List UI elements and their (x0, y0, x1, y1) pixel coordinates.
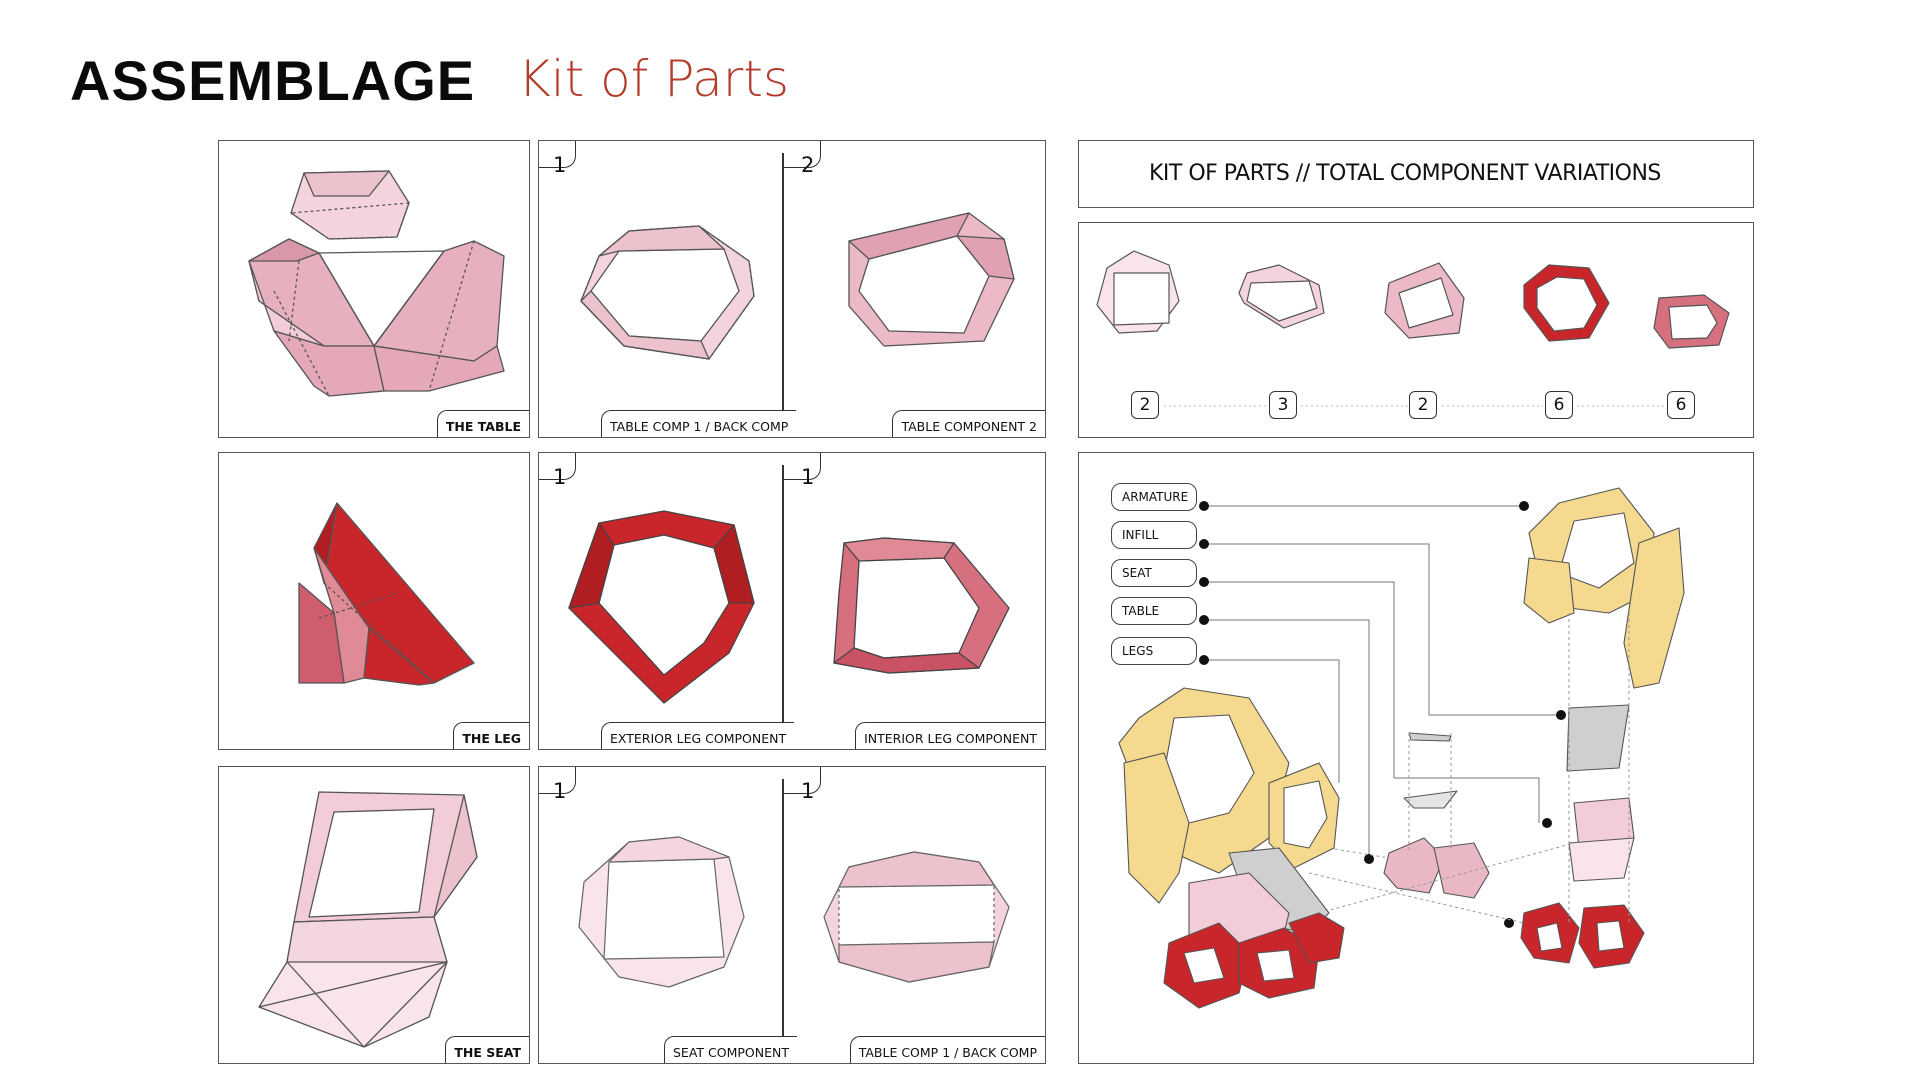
leg-caption: THE LEG (453, 722, 529, 749)
seat-comp-2-caption: TABLE COMP 1 / BACK COMP (849, 1036, 1045, 1063)
legend-table: TABLE (1111, 597, 1197, 625)
table-comp-1-caption: TABLE COMP 1 / BACK COMP (601, 410, 797, 437)
legend-armature: ARMATURE (1111, 483, 1197, 511)
page-title: ASSEMBLAGE (70, 49, 476, 112)
leg-drawing (298, 502, 475, 686)
assembly-drawing (1118, 487, 1685, 1009)
kit-of-parts-title-box: KIT OF PARTS // TOTAL COMPONENT VARIATIO… (1078, 140, 1754, 208)
kit-of-parts-title: KIT OF PARTS // TOTAL COMPONENT VARIATIO… (1149, 161, 1661, 186)
seat-comp-2-number: 1 (801, 779, 815, 803)
table-comp-2-number: 2 (801, 153, 815, 177)
page-subtitle: Kit of Parts (518, 50, 790, 108)
leg-comp-2-number: 1 (801, 465, 815, 489)
variation-count: 6 (1667, 391, 1695, 419)
variation-count: 2 (1131, 391, 1159, 419)
seat-components-drawing (578, 836, 1010, 988)
variation-count: 6 (1545, 391, 1573, 419)
leg-components-panel: 1 1 EXTERIOR LEG COMPONENT INTERIOR LEG … (538, 452, 1046, 750)
table-components-panel: 1 2 TABLE COMP 1 / BACK COMP TABLE COMPO… (538, 140, 1046, 438)
table-comp-1-number: 1 (553, 153, 567, 177)
assembly-panel: ARMATURE INFILL SEAT TABLE LEGS (1078, 452, 1754, 1064)
seat-drawing (258, 791, 478, 1048)
table-caption: THE TABLE (436, 410, 529, 437)
leg-panel: THE LEG (218, 452, 530, 750)
leg-comp-2-caption: INTERIOR LEG COMPONENT (855, 722, 1045, 749)
table-comp-2-caption: TABLE COMPONENT 2 (892, 410, 1045, 437)
legend-infill: INFILL (1111, 521, 1197, 549)
variation-count: 3 (1269, 391, 1297, 419)
legend-seat: SEAT (1111, 559, 1197, 587)
seat-components-panel: 1 1 SEAT COMPONENT TABLE COMP 1 / BACK C… (538, 766, 1046, 1064)
table-components-drawing (580, 212, 1015, 360)
leg-comp-1-caption: EXTERIOR LEG COMPONENT (601, 722, 795, 749)
table-panel: THE TABLE (218, 140, 530, 438)
seat-comp-1-caption: SEAT COMPONENT (664, 1036, 797, 1063)
table-drawing (248, 170, 505, 397)
variation-count: 2 (1409, 391, 1437, 419)
seat-comp-1-number: 1 (553, 779, 567, 803)
divider (782, 779, 784, 1049)
variations-drawing (1096, 250, 1730, 407)
seat-panel: THE SEAT (218, 766, 530, 1064)
leg-components-drawing (568, 510, 1010, 704)
seat-caption: THE SEAT (445, 1036, 529, 1063)
legend-legs: LEGS (1111, 637, 1197, 665)
divider (782, 153, 784, 423)
divider (782, 465, 784, 735)
kit-of-parts-variations-panel: 2 3 2 6 6 (1078, 222, 1754, 438)
leg-comp-1-number: 1 (553, 465, 567, 489)
